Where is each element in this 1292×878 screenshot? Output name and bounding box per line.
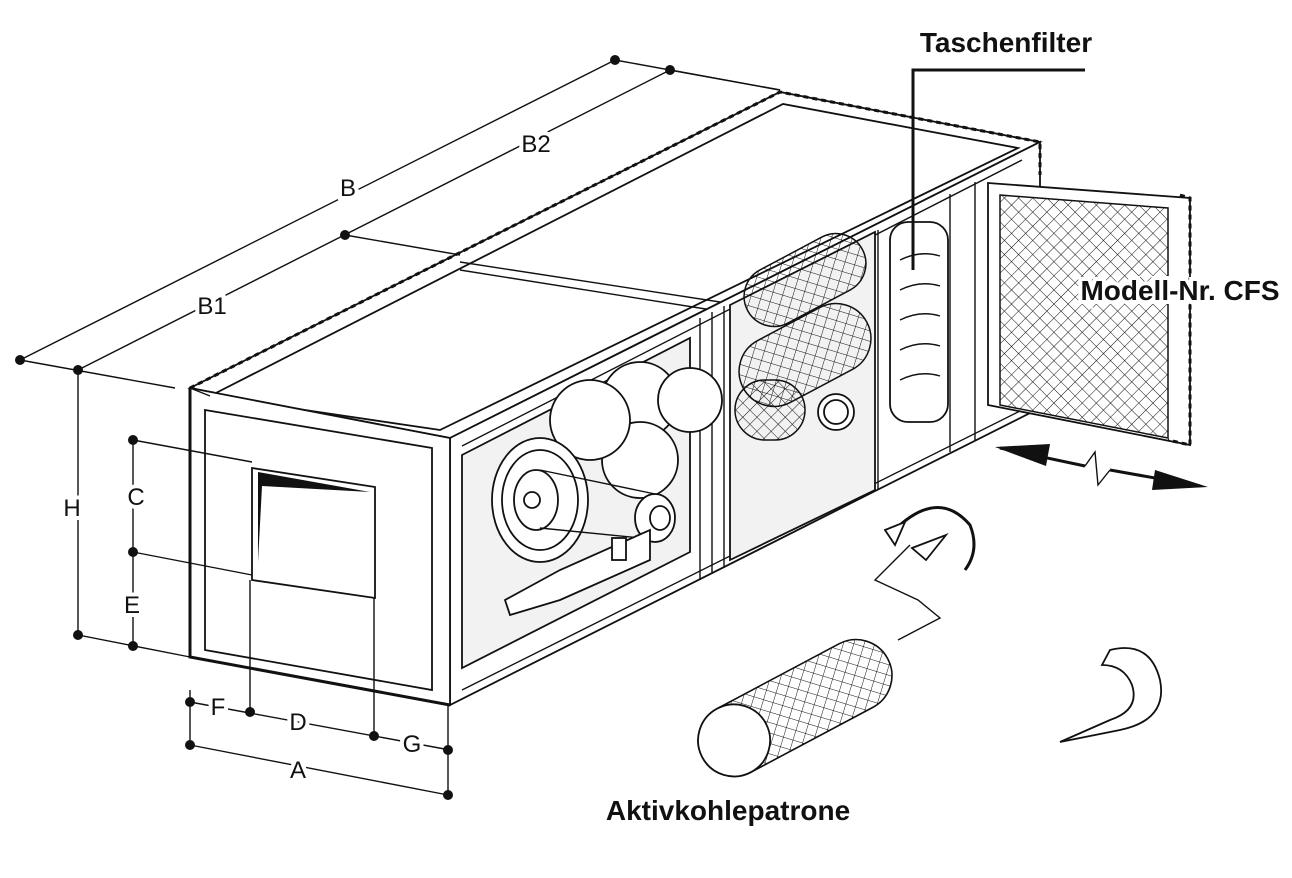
dimension-lines [19, 59, 1085, 796]
dim-label-b2: B2 [521, 131, 550, 158]
dim-label-f: F [211, 694, 226, 721]
loose-cartridge [697, 638, 893, 778]
dim-label-b: B [340, 175, 356, 202]
dim-label-a: A [290, 757, 306, 784]
bag-filter-section [889, 221, 949, 423]
callout-modell-nr: Modell-Nr. CFS [1080, 275, 1279, 306]
rotate-arrow-icon [873, 506, 1162, 743]
dim-label-c: C [127, 484, 144, 511]
removable-outline [189, 90, 1192, 447]
dim-label-b: B [340, 175, 356, 202]
callout-aktivkohlepatrone: Aktivkohlepatrone [606, 795, 850, 826]
dim-label-a: A [290, 757, 306, 784]
belt-drive-icon [539, 469, 676, 543]
dim-label-e: E [124, 592, 140, 619]
dim-label-e: E [124, 592, 140, 619]
carbon-section [729, 230, 876, 562]
fan-section [461, 336, 723, 670]
carbon-cartridge-icon [734, 232, 872, 441]
pre-filter-panel [987, 182, 1191, 447]
dim-label-d: D [289, 709, 306, 736]
dim-label-b1: B1 [197, 293, 226, 320]
outlet-opening [251, 466, 376, 600]
dim-label-f: F [211, 694, 226, 721]
dim-label-b2: B2 [521, 131, 550, 158]
double-arrow-icon [995, 444, 1208, 490]
dim-label-b1: B1 [197, 293, 226, 320]
housing-top [187, 91, 1043, 439]
dim-label-g: G [403, 731, 422, 758]
dim-label-c: C [127, 484, 144, 511]
dim-label-d: D [289, 709, 306, 736]
dim-label-h: H [63, 495, 80, 522]
dim-label-g: G [403, 731, 422, 758]
callout-taschenfilter: Taschenfilter [920, 27, 1092, 58]
dimension-dots [15, 55, 675, 800]
dim-label-h: H [63, 495, 80, 522]
callout-modell-nr: Modell-Nr. CFS [1080, 275, 1279, 306]
